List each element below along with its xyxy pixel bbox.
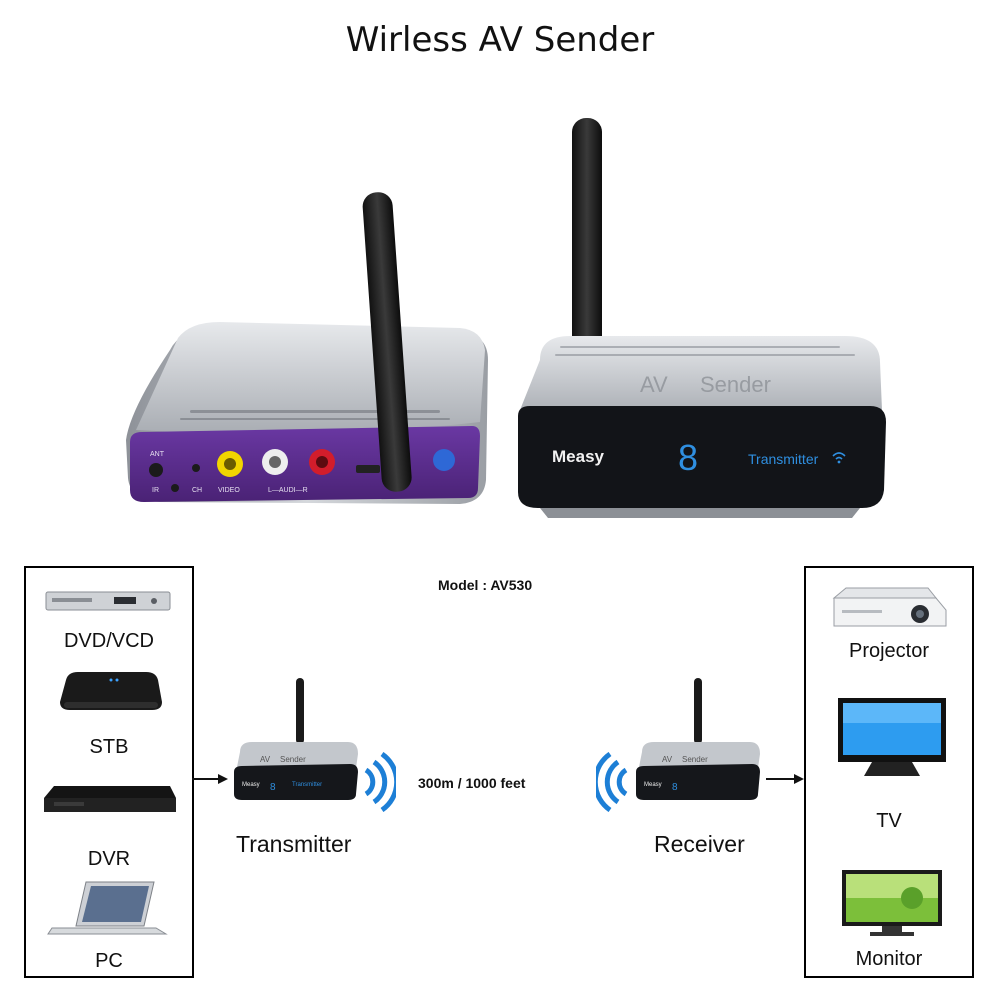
source-label-pc: PC <box>95 950 123 972</box>
svg-text:8: 8 <box>678 437 698 478</box>
output-label-monitor: Monitor <box>855 948 923 970</box>
wifi-waves-left-icon <box>596 752 628 812</box>
sources-panel: DVD/VCD STB DVR PC <box>24 566 194 978</box>
laptop-icon <box>47 881 168 935</box>
svg-text:CH: CH <box>192 487 202 494</box>
svg-text:Measy: Measy <box>242 782 260 788</box>
arrow-to-transmitter-icon <box>192 774 228 784</box>
transmitter-label: Transmitter <box>236 831 352 857</box>
svg-text:ANT: ANT <box>150 451 165 458</box>
svg-text:8: 8 <box>672 782 678 793</box>
receiver-device-icon: AV Sender Measy 8 <box>636 678 760 800</box>
source-label-stb: STB <box>89 736 129 758</box>
dvr-icon <box>44 786 176 812</box>
svg-text:IR: IR <box>152 487 159 494</box>
svg-text:8: 8 <box>270 782 276 793</box>
svg-text:L—AUDI—R: L—AUDI—R <box>268 487 308 494</box>
svg-text:Sender: Sender <box>280 755 306 764</box>
rear-unit: ANT IR CH VIDEO L—AUDI—R <box>126 192 488 504</box>
svg-text:Measy: Measy <box>644 782 662 788</box>
svg-text:AV: AV <box>640 372 668 397</box>
monitor-icon <box>842 870 942 936</box>
dvd-player-icon <box>45 591 171 611</box>
tv-icon <box>838 698 946 776</box>
svg-text:Measy: Measy <box>552 447 605 466</box>
output-label-tv: TV <box>876 810 902 832</box>
projector-icon <box>832 587 947 627</box>
model-label: Model : AV530 <box>438 577 533 593</box>
hero-product-image: ANT IR CH VIDEO L—AUDI—R AV Sender Measy… <box>126 118 886 518</box>
transmitter-device-icon: AV Sender Measy 8 Transmitter <box>234 678 358 800</box>
source-label-dvr: DVR <box>87 848 131 870</box>
distance-label: 300m / 1000 feet <box>418 775 526 791</box>
svg-text:Transmitter: Transmitter <box>748 451 819 467</box>
set-top-box-icon <box>60 672 162 710</box>
svg-text:AV: AV <box>662 755 673 764</box>
output-label-projector: Projector <box>848 640 930 662</box>
front-unit: AV Sender Measy 8 Transmitter <box>518 118 886 518</box>
svg-text:Transmitter: Transmitter <box>292 782 322 788</box>
source-label-dvd: DVD/VCD <box>63 630 154 652</box>
outputs-panel: Projector TV Monitor <box>804 566 974 978</box>
svg-text:VIDEO: VIDEO <box>218 487 240 494</box>
svg-text:AV: AV <box>260 755 271 764</box>
wifi-waves-right-icon <box>364 752 396 812</box>
svg-text:Sender: Sender <box>700 372 771 397</box>
arrow-to-outputs-icon <box>766 774 804 784</box>
page-title: Wirless AV Sender <box>345 20 655 60</box>
svg-text:Sender: Sender <box>682 755 708 764</box>
receiver-label: Receiver <box>654 831 745 857</box>
